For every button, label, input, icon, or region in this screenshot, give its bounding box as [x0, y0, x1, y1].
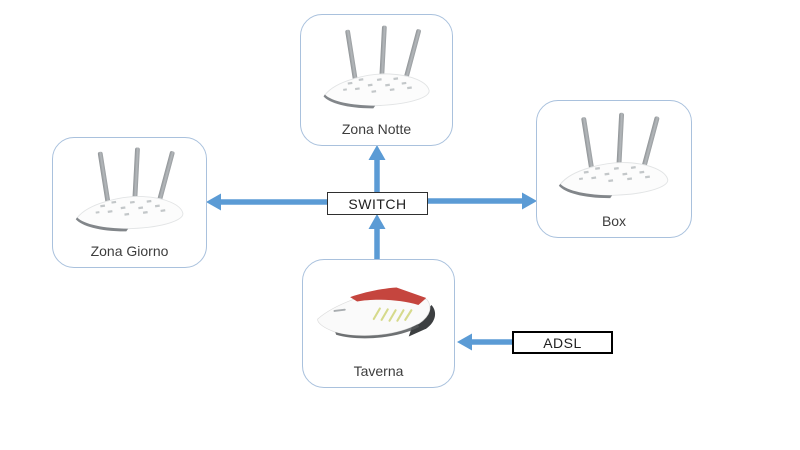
arrow-adsl-to-taverna — [457, 333, 512, 351]
arrow-switch-to-box — [428, 192, 537, 210]
arrow-taverna-to-switch — [368, 214, 386, 259]
node-label: Zona Notte — [341, 120, 412, 137]
adsl-label: ADSL — [543, 334, 582, 351]
node-label: Zona Giorno — [90, 242, 169, 259]
arrow-switch-to-zona-giorno — [206, 193, 327, 211]
switch-label: SWITCH — [348, 195, 407, 212]
node-zona-notte: Zona Notte — [300, 14, 453, 146]
switch-box: SWITCH — [327, 192, 428, 215]
node-label: Taverna — [353, 362, 404, 379]
node-taverna: Taverna — [302, 259, 455, 388]
node-box: Box — [536, 100, 692, 238]
fritzbox-router-icon — [303, 260, 454, 364]
node-label: Box — [601, 212, 627, 229]
adsl-box: ADSL — [512, 331, 613, 354]
wifi-access-point-icon — [53, 138, 206, 244]
wifi-access-point-icon — [301, 15, 452, 122]
wifi-access-point-icon — [537, 101, 691, 214]
arrow-switch-to-zona-notte — [368, 145, 386, 192]
node-zona-giorno: Zona Giorno — [52, 137, 207, 268]
